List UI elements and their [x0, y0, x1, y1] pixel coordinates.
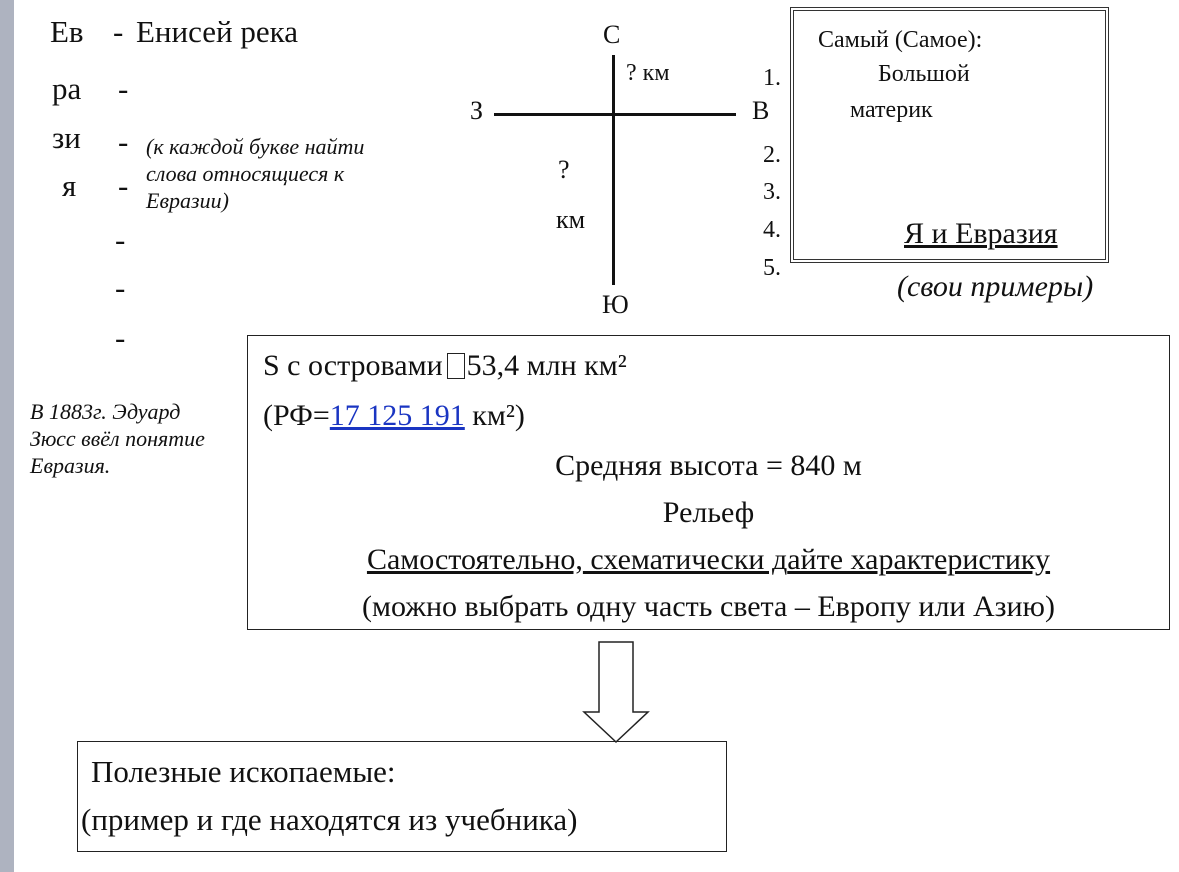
minerals-title: Полезные ископаемые:: [91, 754, 396, 789]
area-prefix: S с островами: [263, 349, 443, 382]
samyi-line-2: материк: [850, 97, 933, 123]
list-number-4: 4.: [763, 217, 781, 243]
acrostic-dash-1: -: [113, 14, 124, 49]
rf-area-link[interactable]: 17 125 191: [329, 399, 465, 432]
samyi-footer: Я и Евразия: [904, 217, 1058, 250]
task-part-2: схематически д: [582, 543, 788, 576]
compass-south: Ю: [602, 290, 629, 319]
compass-km-left-unit: км: [556, 205, 586, 234]
task-part-1: Самостоятельно,: [366, 543, 583, 576]
area-value: 53,4 млн км²: [466, 349, 627, 382]
task-line: Самостоятельно, схематически дайте харак…: [248, 543, 1169, 577]
history-note: В 1883г. Эдуард Зюсс ввёл понятие Еврази…: [30, 399, 205, 478]
rf-prefix: (РФ=: [263, 399, 330, 432]
compass-north: С: [603, 20, 621, 49]
compass-west: З: [470, 96, 484, 125]
main-info-box: S с островами 53,4 млн км² (РФ=17 125 191…: [247, 335, 1170, 630]
acrostic-word-1: Енисей река: [136, 14, 298, 49]
compass-east: В: [752, 96, 770, 125]
list-number-1: 1.: [763, 65, 781, 91]
samyi-line-1: Большой: [878, 61, 970, 87]
task-part-3: айте характеристику: [787, 543, 1051, 576]
acrostic-letter-3: зи: [52, 120, 81, 155]
compass-km-top: ? км: [626, 60, 670, 86]
relief-title: Рельеф: [662, 496, 755, 529]
acrostic-hint: (к каждой букве найти слова относящиеся …: [146, 134, 365, 213]
acrostic-dash-3: -: [118, 124, 129, 159]
average-height: Средняя высота = 840 м: [555, 449, 862, 482]
compass-km-left-question: ?: [558, 155, 570, 184]
area-line: S с островами 53,4 млн км²: [263, 349, 627, 383]
acrostic-dash-7: -: [115, 320, 126, 355]
list-number-3: 3.: [763, 179, 781, 205]
acrostic-letter-2: ра: [52, 71, 82, 106]
acrostic-dash-5: -: [115, 222, 126, 257]
square-glyph-icon: [446, 353, 465, 379]
acrostic-dash-4: -: [118, 168, 129, 203]
compass-horizontal-axis: [494, 113, 736, 116]
list-number-5: 5.: [763, 255, 781, 281]
samyi-title: Самый (Самое):: [818, 27, 983, 53]
samyi-box: Самый (Самое): Большой материк Я и Евраз…: [790, 7, 1109, 263]
acrostic-dash-2: -: [118, 71, 129, 106]
list-number-2: 2.: [763, 142, 781, 168]
acrostic-dash-6: -: [115, 270, 126, 305]
minerals-box: Полезные ископаемые: (пример и где наход…: [77, 741, 727, 852]
rf-line: (РФ=17 125 191 км²): [263, 399, 525, 433]
down-arrow-icon: [582, 641, 650, 744]
left-edge-stripe: [0, 0, 14, 872]
svoi-primery: (свои примеры): [897, 270, 1094, 303]
compass-vertical-axis: [612, 55, 615, 285]
minerals-note: (пример и где находятся из учебника): [81, 802, 578, 837]
acrostic-letter-4: я: [62, 168, 77, 203]
rf-suffix: км²): [464, 399, 525, 432]
acrostic-letter-1: Ев: [50, 14, 84, 49]
task-note: (можно выбрать одну часть света – Европу…: [362, 590, 1055, 623]
